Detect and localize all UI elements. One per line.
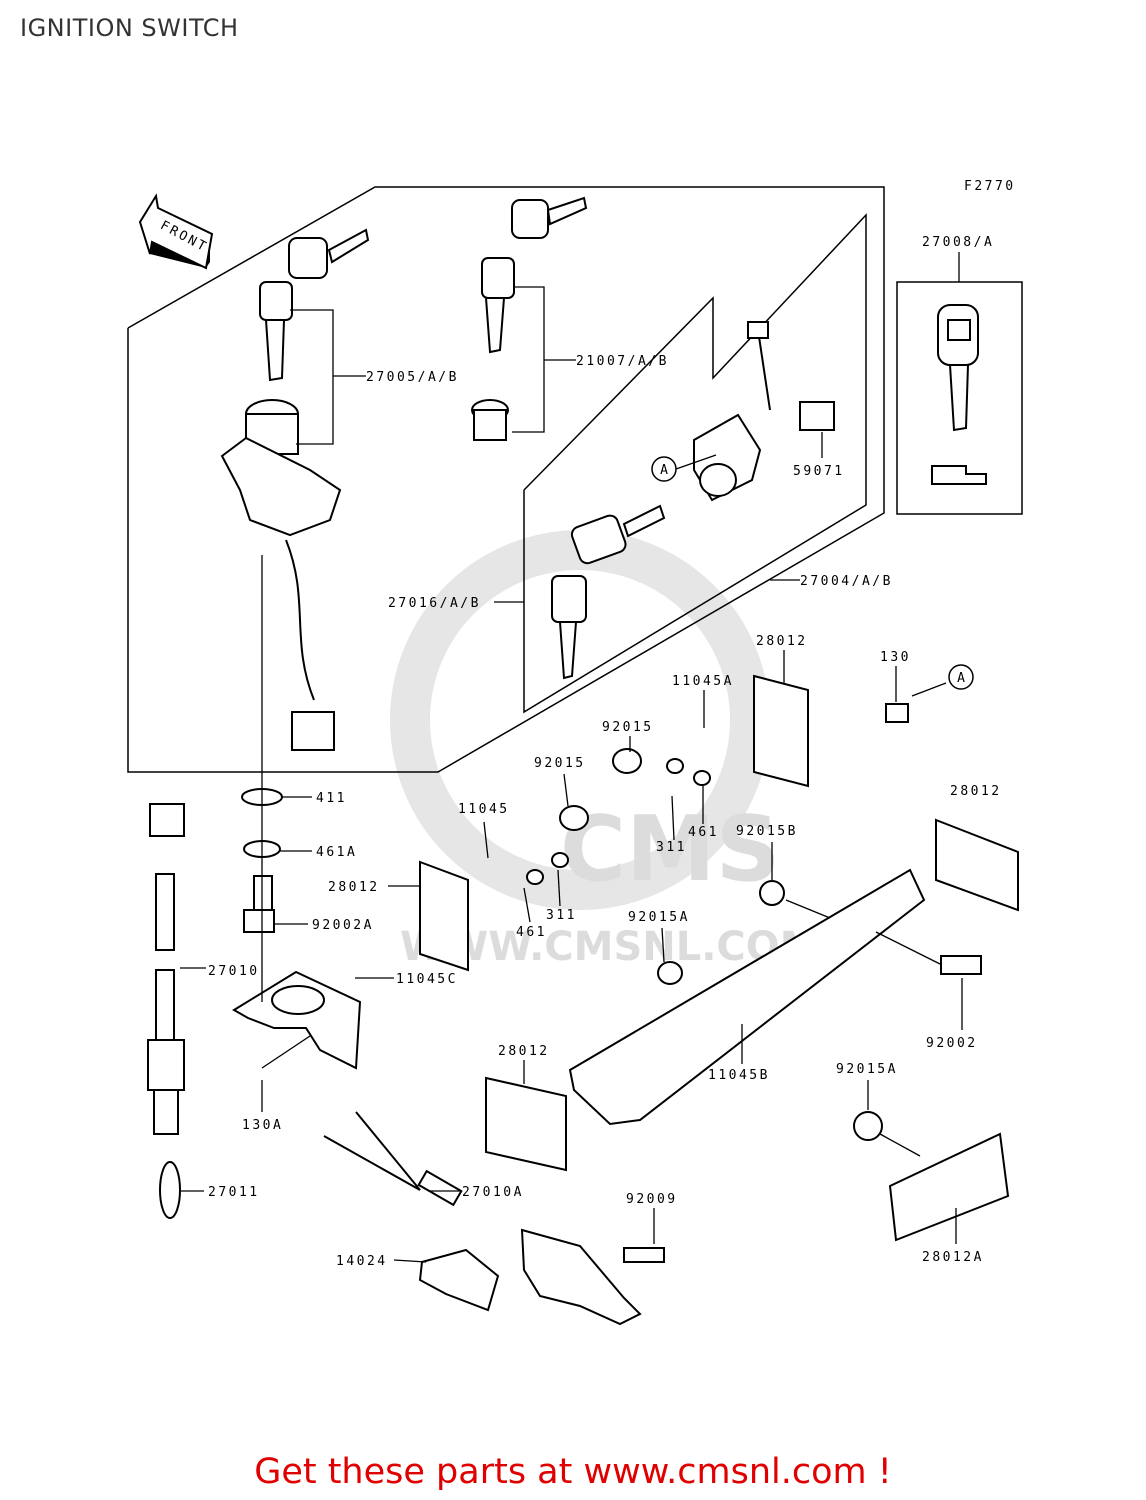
label-92009: 92009 <box>626 1192 678 1207</box>
figure-code: F2770 <box>964 179 1016 194</box>
label-21007: 21007/A/B <box>576 354 669 369</box>
label-92015-top: 92015 <box>602 720 654 735</box>
small-parts <box>241 703 982 1263</box>
label-27011: 27011 <box>208 1185 260 1200</box>
kit-frame-inner <box>523 213 867 714</box>
label-28012-top: 28012 <box>756 634 808 649</box>
label-59071: 59071 <box>793 464 845 479</box>
marker-a-2: A <box>957 671 965 686</box>
switch-27010A <box>323 1111 642 1326</box>
label-14024: 14024 <box>336 1254 388 1269</box>
label-92015A-bottom: 92015A <box>836 1062 898 1077</box>
switch-27010 <box>147 803 185 1219</box>
ignition-switch <box>220 399 342 751</box>
footer-promo[interactable]: Get these parts at www.cmsnl.com ! <box>254 1452 892 1492</box>
label-28012-right: 28012 <box>950 784 1002 799</box>
kit-frame-outer <box>127 186 885 773</box>
key-blank <box>931 304 987 485</box>
key-set-21007 <box>471 196 588 441</box>
label-27005: 27005/A/B <box>366 370 459 385</box>
label-11045C: 11045C <box>396 972 458 987</box>
label-411: 411 <box>316 791 347 806</box>
label-92002A: 92002A <box>312 918 374 933</box>
page-title: IGNITION SWITCH <box>20 14 239 42</box>
label-11045B: 11045B <box>708 1068 770 1083</box>
label-92015-mid: 92015 <box>534 756 586 771</box>
label-461-a: 461 <box>688 825 719 840</box>
marker-a-1: A <box>660 463 668 478</box>
label-11045: 11045 <box>458 802 510 817</box>
label-27004: 27004/A/B <box>800 574 893 589</box>
label-461A: 461A <box>316 845 357 860</box>
label-28012-left: 28012 <box>328 880 380 895</box>
front-arrow: FRONT <box>138 193 214 270</box>
leader-lines <box>180 252 963 1263</box>
label-311-b: 311 <box>546 908 577 923</box>
reflectors <box>419 674 1019 1242</box>
label-27008: 27008/A <box>922 235 994 250</box>
watermark-brand: CMS <box>560 797 780 902</box>
key-set-27005 <box>259 228 370 382</box>
label-130A: 130A <box>242 1118 283 1133</box>
reference-markers: A A <box>651 456 974 690</box>
connector-14024 <box>418 1248 500 1312</box>
label-27010A: 27010A <box>462 1185 524 1200</box>
label-130: 130 <box>880 650 911 665</box>
watermark-url: WWW.CMSNL.COM <box>400 924 820 970</box>
label-27010: 27010 <box>208 964 260 979</box>
label-27016: 27016/A/B <box>388 596 481 611</box>
bracket-11045B <box>568 868 926 1126</box>
bracket-11045C <box>232 970 362 1070</box>
label-92015B: 92015B <box>736 824 798 839</box>
label-311-a: 311 <box>656 840 687 855</box>
label-28012A: 28012A <box>922 1250 984 1265</box>
label-11045A: 11045A <box>672 674 734 689</box>
label-28012-bottom: 28012 <box>498 1044 550 1059</box>
label-92002: 92002 <box>926 1036 978 1051</box>
key-set-27016 <box>551 504 666 680</box>
label-92015A-mid: 92015A <box>628 910 690 925</box>
label-461-b: 461 <box>516 925 547 940</box>
seat-lock <box>693 321 835 502</box>
